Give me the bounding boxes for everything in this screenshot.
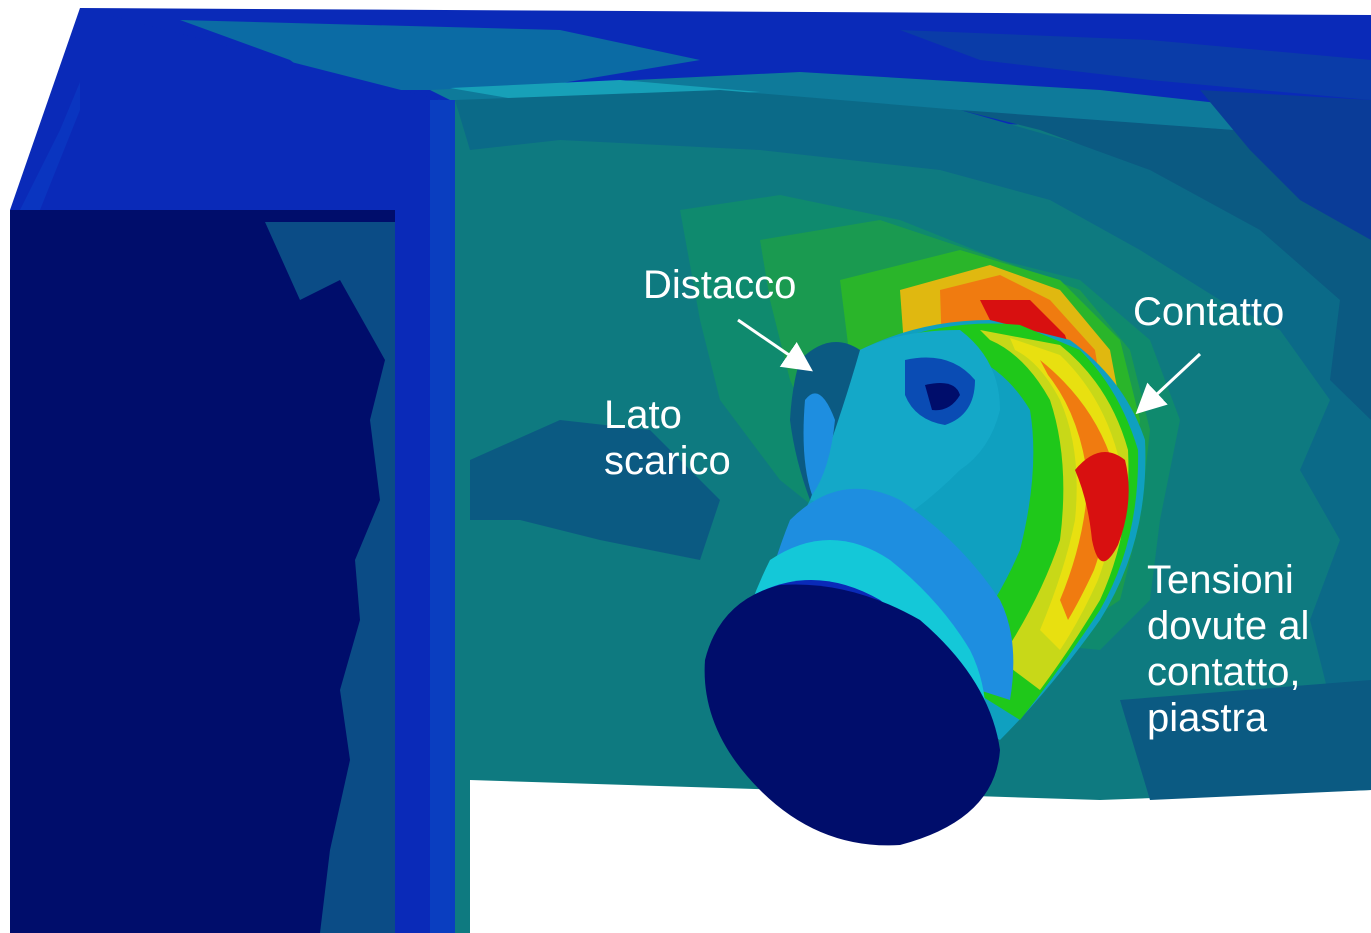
label-tensioni-contatto: Tensioni dovute al contatto, piastra xyxy=(1147,558,1310,740)
distacco-arrow xyxy=(737,318,813,372)
label-contatto: Contatto xyxy=(1133,290,1285,334)
left-block xyxy=(10,8,455,933)
contatto-arrow xyxy=(1135,352,1202,415)
label-lato-scarico: Lato scarico xyxy=(604,393,731,483)
pin-cylinder xyxy=(704,320,1146,846)
label-distacco: Distacco xyxy=(643,263,797,307)
